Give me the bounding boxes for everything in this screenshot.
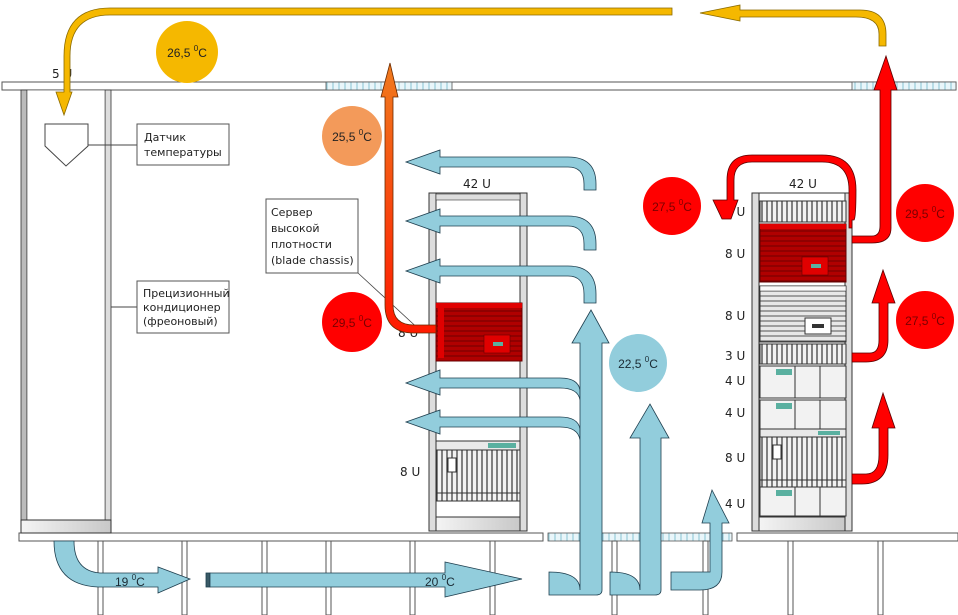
underfloor-airflow: [53, 540, 523, 598]
svg-text:22,5 0C: 22,5 0C: [618, 355, 658, 371]
rack-right-unit-label: 8 U: [725, 247, 745, 261]
temp-badge-blade-exhaust: 29,5 0C: [322, 292, 382, 352]
blade-chassis-hot: [435, 302, 523, 362]
rack-right-unit-label: 8 U: [725, 451, 745, 465]
callout-blade: Сервер высокой плотности (blade chassis): [265, 198, 424, 334]
rack-right-unit-label: 3 U: [725, 349, 745, 363]
rack-right-unit-label: 8 U: [725, 309, 745, 323]
cold-arrow-up: [609, 403, 670, 596]
callout-ac: Прецизионный кондиционер (фреоновый): [136, 280, 230, 334]
temp-badge-right-left: 27,5 0C: [643, 177, 701, 235]
warm-return-arrow-left: [55, 7, 673, 117]
ac-label-line2: кондиционер: [143, 301, 221, 314]
storage-enclosure: [759, 428, 847, 481]
server-3u: [759, 200, 847, 223]
underfloor-temp-2: 20 0C: [425, 573, 455, 589]
temperature-sensor-icon: [44, 123, 89, 167]
hot-exhaust-arrow-middle: [380, 62, 437, 334]
cold-airflow-aisle: [548, 309, 730, 596]
hot-exhaust-arrow-up: [851, 54, 898, 244]
ceiling-return-grille-right: [851, 81, 957, 91]
rack-right-height-label: 42 U: [789, 177, 817, 191]
underfloor-temp-1: 19 0C: [115, 573, 145, 589]
blade-label-line1: Сервер: [271, 206, 313, 219]
ac-label-line1: Прецизионный: [143, 287, 230, 300]
hot-exhaust-arrow-up: [851, 268, 896, 363]
cold-arrow-right: [53, 540, 192, 594]
hot-airflow-right: [712, 54, 898, 485]
ac-label-line3: (фреоновый): [143, 315, 218, 328]
server-4u: [759, 399, 847, 433]
svg-text:29,5 0C: 29,5 0C: [905, 205, 945, 221]
svg-text:27,5 0C: 27,5 0C: [905, 312, 945, 328]
hot-exhaust-arrow-up: [851, 391, 896, 485]
sensor-label-line1: Датчик: [144, 131, 186, 144]
rack-right-unit-label: 4 U: [725, 406, 745, 420]
server-4u: [759, 479, 847, 517]
cold-arrow-left: [404, 208, 597, 251]
temp-badge-right-mid: 27,5 0C: [896, 291, 954, 349]
blade-label-line2: высокой: [271, 222, 319, 235]
warm-return-arrow-right: [699, 4, 887, 47]
rack-middle-height-label: 42 U: [463, 177, 491, 191]
svg-text:26,5 0C: 26,5 0C: [167, 44, 207, 60]
server-4u: [759, 365, 847, 399]
sensor-label-line2: температуры: [144, 146, 222, 159]
blade-chassis: [759, 285, 847, 343]
blade-label-line3: плотности: [271, 238, 332, 251]
hot-recirculation-arrow: [712, 154, 857, 229]
callout-sensor: Датчик температуры: [136, 123, 230, 166]
damper: [205, 572, 211, 588]
blade-label-line4: (blade chassis): [271, 254, 354, 267]
server-3u: [759, 343, 847, 365]
svg-text:27,5 0C: 27,5 0C: [652, 198, 692, 214]
rack-middle: 42 U 8 U 8 U: [398, 177, 528, 532]
cold-arrow-right: [209, 561, 523, 598]
temp-badge-cold-aisle: 22,5 0C: [609, 334, 667, 392]
cold-airflow-middle: [404, 149, 597, 441]
cold-arrow-left: [404, 149, 597, 191]
rack-right-unit-label: 4 U: [725, 497, 745, 511]
blade-chassis-hot: [759, 223, 847, 283]
rack-middle-unit-label: 8 U: [400, 465, 420, 479]
temp-badge-middle-exhaust: 25,5 0C: [322, 106, 382, 166]
precision-ac-unit: [20, 89, 137, 534]
svg-text:29,5 0C: 29,5 0C: [332, 314, 372, 330]
cold-arrow-up: [670, 488, 730, 591]
svg-text:25,5 0C: 25,5 0C: [332, 128, 372, 144]
rack-right-unit-label: 4 U: [725, 374, 745, 388]
ceiling: [1, 81, 957, 91]
cold-arrow-left: [404, 258, 597, 304]
temp-badge-return-air: 26,5 0C: [156, 21, 218, 83]
cold-arrow-up: [548, 309, 610, 596]
storage-enclosure: [435, 440, 521, 502]
temp-badge-right-top: 29,5 0C: [896, 184, 954, 242]
rack-right: 42 U 3 U 8 U 8 U 3 U 4 U 4 U 8 U 4 U: [725, 177, 853, 532]
